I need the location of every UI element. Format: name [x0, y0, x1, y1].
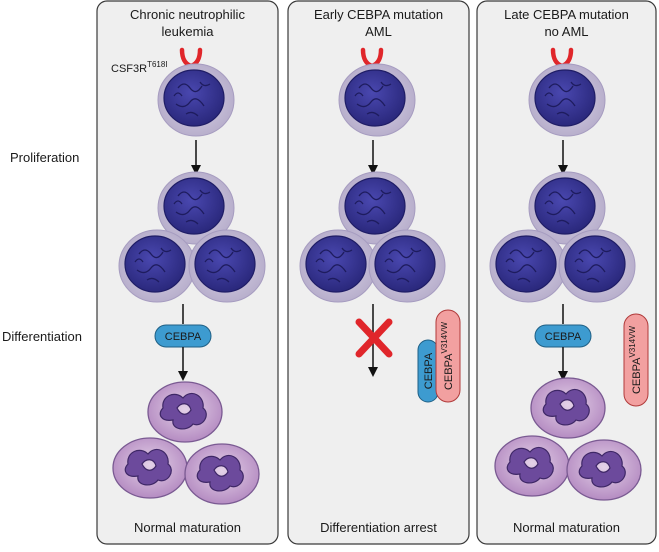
cebpa-mutant-label: CEBPAV314VW: [628, 326, 643, 395]
blast-cell-icon: [489, 229, 567, 303]
panel-outcome: Differentiation arrest: [320, 520, 437, 535]
neutrophil-icon: [184, 443, 260, 505]
cebpa-mutant-badge: CEBPAV314VW: [623, 313, 649, 407]
neutrophil-icon: [494, 435, 570, 497]
row-label-proliferation: Proliferation: [10, 150, 79, 165]
panel-early-cebpa-mutation: Early CEBPA mutation AML CEBPA CEBPAV314…: [287, 0, 470, 545]
blast-cell-icon: [338, 63, 416, 137]
panel-title-line2: leukemia: [161, 24, 214, 39]
panel-title-line2: AML: [365, 24, 392, 39]
receptor-label: CSF3RT618I: [111, 60, 168, 75]
panel-title-line1: Chronic neutrophilic: [130, 7, 245, 22]
cebpa-badge-label: CEBPA: [165, 331, 202, 343]
blast-cell-icon: [368, 229, 446, 303]
neutrophil-icon: [147, 381, 223, 443]
panel-chronic-neutrophilic-leukemia: Chronic neutrophilic leukemia CSF3RT618I…: [96, 0, 279, 545]
panel-outcome: Normal maturation: [513, 520, 620, 535]
cebpa-badge-label: CEBPA: [545, 331, 582, 343]
blast-cell-icon: [118, 229, 196, 303]
blast-cell-icon: [188, 229, 266, 303]
blast-cell-icon: [157, 63, 235, 137]
panel-title-line1: Late CEBPA mutation: [504, 7, 629, 22]
blast-cell-icon: [558, 229, 636, 303]
panel-late-cebpa-mutation: Late CEBPA mutation no AML CEBPA CEBPAV3…: [476, 0, 657, 545]
panel-title-line1: Early CEBPA mutation: [314, 7, 443, 22]
cebpa-vertical-label: CEBPA: [423, 352, 435, 389]
neutrophil-icon: [112, 437, 188, 499]
block-x-icon: [355, 318, 393, 358]
neutrophil-icon: [530, 377, 606, 439]
panel-title-line2: no AML: [544, 24, 588, 39]
cebpa-mutant-label: CEBPAV314VW: [440, 322, 455, 391]
neutrophil-icon: [566, 439, 642, 501]
cebpa-vertical-badge: CEBPA: [417, 339, 439, 403]
blast-cell-icon: [299, 229, 377, 303]
panel-outcome: Normal maturation: [134, 520, 241, 535]
row-label-differentiation: Differentiation: [2, 329, 82, 344]
blast-cell-icon: [528, 63, 606, 137]
cebpa-mutant-badge: CEBPAV314VW: [435, 309, 461, 403]
